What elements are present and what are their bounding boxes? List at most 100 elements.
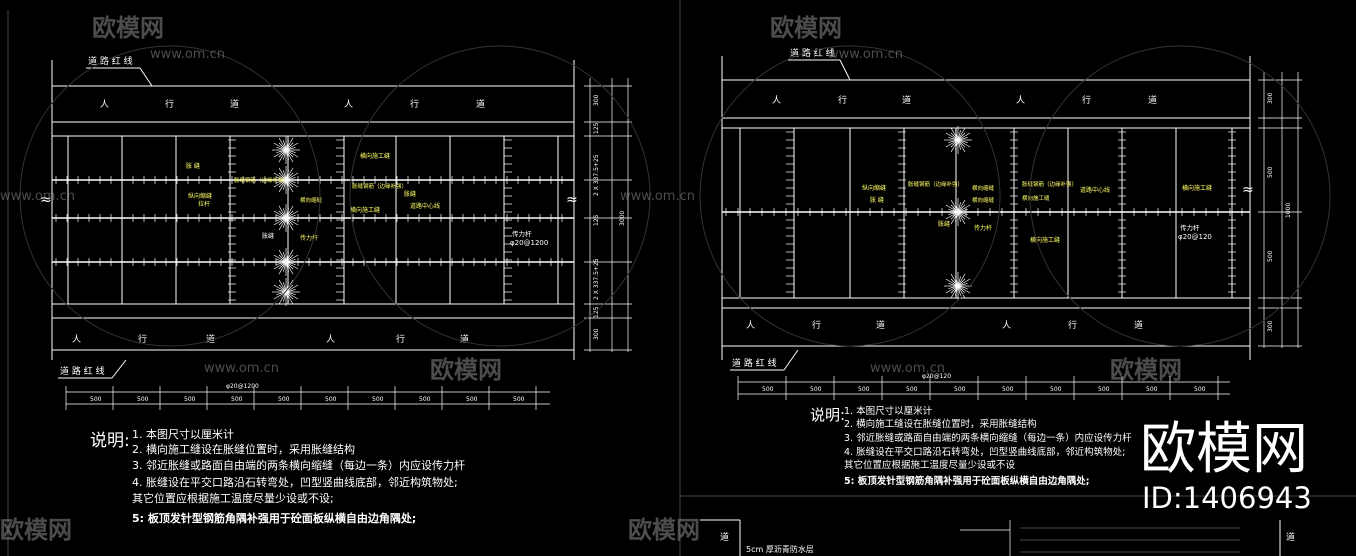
left-label-dowel: 传力杆 [300,234,318,242]
left-corner-rebar-spoke [278,167,287,181]
right-road-red-line-bottom-label: 道 路 红 线 [732,357,777,369]
right-corner-rebar-spoke [957,285,968,289]
right-corner-rebar-spoke [948,285,959,289]
right-label-road-center: 道路中心线 [1080,186,1110,194]
right-corner-rebar-spoke [957,273,966,287]
left-label-edge-rebar: 胀缝钢筋（边缘补强） [234,176,289,184]
right-note-3: 3. 邻近胀缝或路面自由端的两条横向缩缝（每边一条）内应设传力杆 [844,432,1132,444]
left-corner-rebar-spoke [273,217,287,226]
left-corner-rebar-spoke [285,249,294,263]
left-corner-rebar-spoke [285,149,299,158]
right-break-mark: ≈ [1242,182,1254,198]
left-note-3: 3. 邻近胀缝或路面自由端的两条横向缩缝（每边一条）内应设传力杆 [132,458,465,472]
left-corner-rebar-spoke [278,210,287,219]
partial-left-char: 道 [720,531,729,543]
left-sidewalk-top-2: 行 [165,98,174,110]
left-corner-rebar-spoke [285,254,294,263]
right-corner-rebar-spoke [945,132,959,141]
left-bottom-dim-labels: 500 500 500 500 500 500 500 500 500 500 [90,396,525,403]
right-dim-b3: 500 [858,386,870,393]
right-corner-rebar-spoke [950,211,959,225]
left-corner-rebar-spoke [285,210,294,219]
left-corner-rebar-spoke [285,261,289,272]
left-corner-rebar-spoke [278,279,287,293]
right-corner-rebar-spoke [957,202,961,213]
left-corner-rebar-spoke [285,291,294,305]
left-corner-rebar-spoke [276,261,287,265]
left-corner-rebar-spoke [278,137,287,151]
watermark-logo-4: 欧模网 [1110,356,1182,384]
left-corner-rebar-spoke [285,142,299,151]
right-note-4: 4. 胀缝设在平交口路沿石转弯处，凹型竖曲线底部，邻近构筑物处; [844,446,1125,458]
left-corner-rebar-spoke [285,208,289,219]
left-corner-rebar-spoke [278,261,287,275]
left-dim-b6: 500 [325,396,337,403]
right-corner-rebar-spoke [957,127,966,141]
right-label-transverse-shrink-2: 横向缩缝 [972,196,995,204]
right-corner-rebar-spoke [957,139,968,143]
right-corner-rebar-spoke [957,285,966,294]
left-dim-r2: 125 [593,122,600,134]
left-corner-rebar-spoke [285,137,294,151]
right-corner-rebar-spoke [957,276,961,287]
left-corner-rebar-spoke [285,147,296,151]
right-road-red-line-top-label: 道 路 红 线 [790,47,835,59]
right-dim-ticks [1258,79,1302,347]
left-label-road-center: 道路中心线 [410,202,440,210]
left-dim-total: 3000 [619,211,626,226]
left-corner-rebar-spoke [285,291,294,300]
left-dim-b8: 500 [419,396,431,403]
right-corner-rebar-spoke [948,209,959,213]
left-label-edge-rebar-2: 胀缝钢筋（边缘补强） [352,182,407,190]
next-drawing-partial: 道 5cm 厚沥青防水层 道 [700,519,1295,556]
left-road-red-line-bottom-label: 道 路 红 线 [60,365,105,377]
right-corner-rebar-spoke [950,273,959,287]
watermark-circle-1 [19,45,321,347]
right-sidewalk-top-1: 人 [772,95,781,106]
watermark-url-1: www.om.cn [150,47,225,62]
left-corner-rebar-spoke [285,167,294,181]
left-corner-rebar-spoke [285,291,289,302]
left-corner-rebar-spoke [283,291,287,302]
left-corner-rebar-spoke [273,172,287,181]
watermark-layer: 欧模网 www.om.cn 欧模网 www.om.cn 欧模网 www.om.c… [0,14,1331,544]
right-corner-rebar-spoke [955,139,959,150]
right-note-5: 其它位置应根据施工温度尽量少设或不设 [844,459,1016,471]
left-note-2: 2. 横向施工缝设在胀缝位置时，采用胀缝结构 [132,442,355,456]
left-corner-rebar-spoke [285,284,299,293]
watermark-url-6: www.om.cn [620,189,695,204]
right-label-trans-work: 横向施工缝 [1182,184,1212,192]
right-corner-rebar-spoke [945,204,959,213]
right-corner-rebar-spoke [945,139,959,148]
left-corner-rebar-spoke [278,149,287,158]
left-corner-rebar-spoke [285,177,296,181]
left-dim-r4: 125 [593,214,600,226]
right-corner-rebar-spoke [950,211,959,220]
left-label-longitudinal-shrink: 纵向缩缝 [188,192,212,200]
left-corner-rebar-spoke [285,149,294,158]
left-note-5: 其它位置应根据施工温度尽量少设或不设; [132,491,334,505]
left-break-mark-right: ≈ [566,192,578,208]
left-sidewalk-bottom-5: 行 [396,333,405,345]
left-corner-rebar-spoke [278,179,287,188]
right-corner-rebar-spoke [950,285,959,299]
right-sidewalk-bottom-4: 人 [1002,320,1011,331]
right-notes-heading: 说明: [810,406,845,424]
left-corner-rebar-spoke [278,254,287,263]
left-dim-b3: 500 [184,396,196,403]
right-corner-reinforcement [944,126,972,300]
left-corner-rebar-spoke [278,142,287,151]
left-corner-rebar-spoke [285,210,299,219]
left-label-expansion-joint: 胀 缝 [186,162,200,170]
right-corner-rebar-spoke [950,199,959,213]
right-corner-rebar-spoke [957,211,966,220]
left-dim-b7: 500 [372,396,384,403]
right-bottom-dim-ticks [737,376,1219,400]
watermark-url-3: www.om.cn [204,361,279,376]
left-corner-rebar-spoke [285,179,299,188]
right-sidewalk-top-6: 道 [1148,94,1157,106]
right-corner-rebar-spoke [957,204,966,213]
left-dim-ticks [584,85,632,351]
watermark-logo-1: 欧模网 [92,14,164,42]
watermark-circle-4 [1029,45,1331,347]
